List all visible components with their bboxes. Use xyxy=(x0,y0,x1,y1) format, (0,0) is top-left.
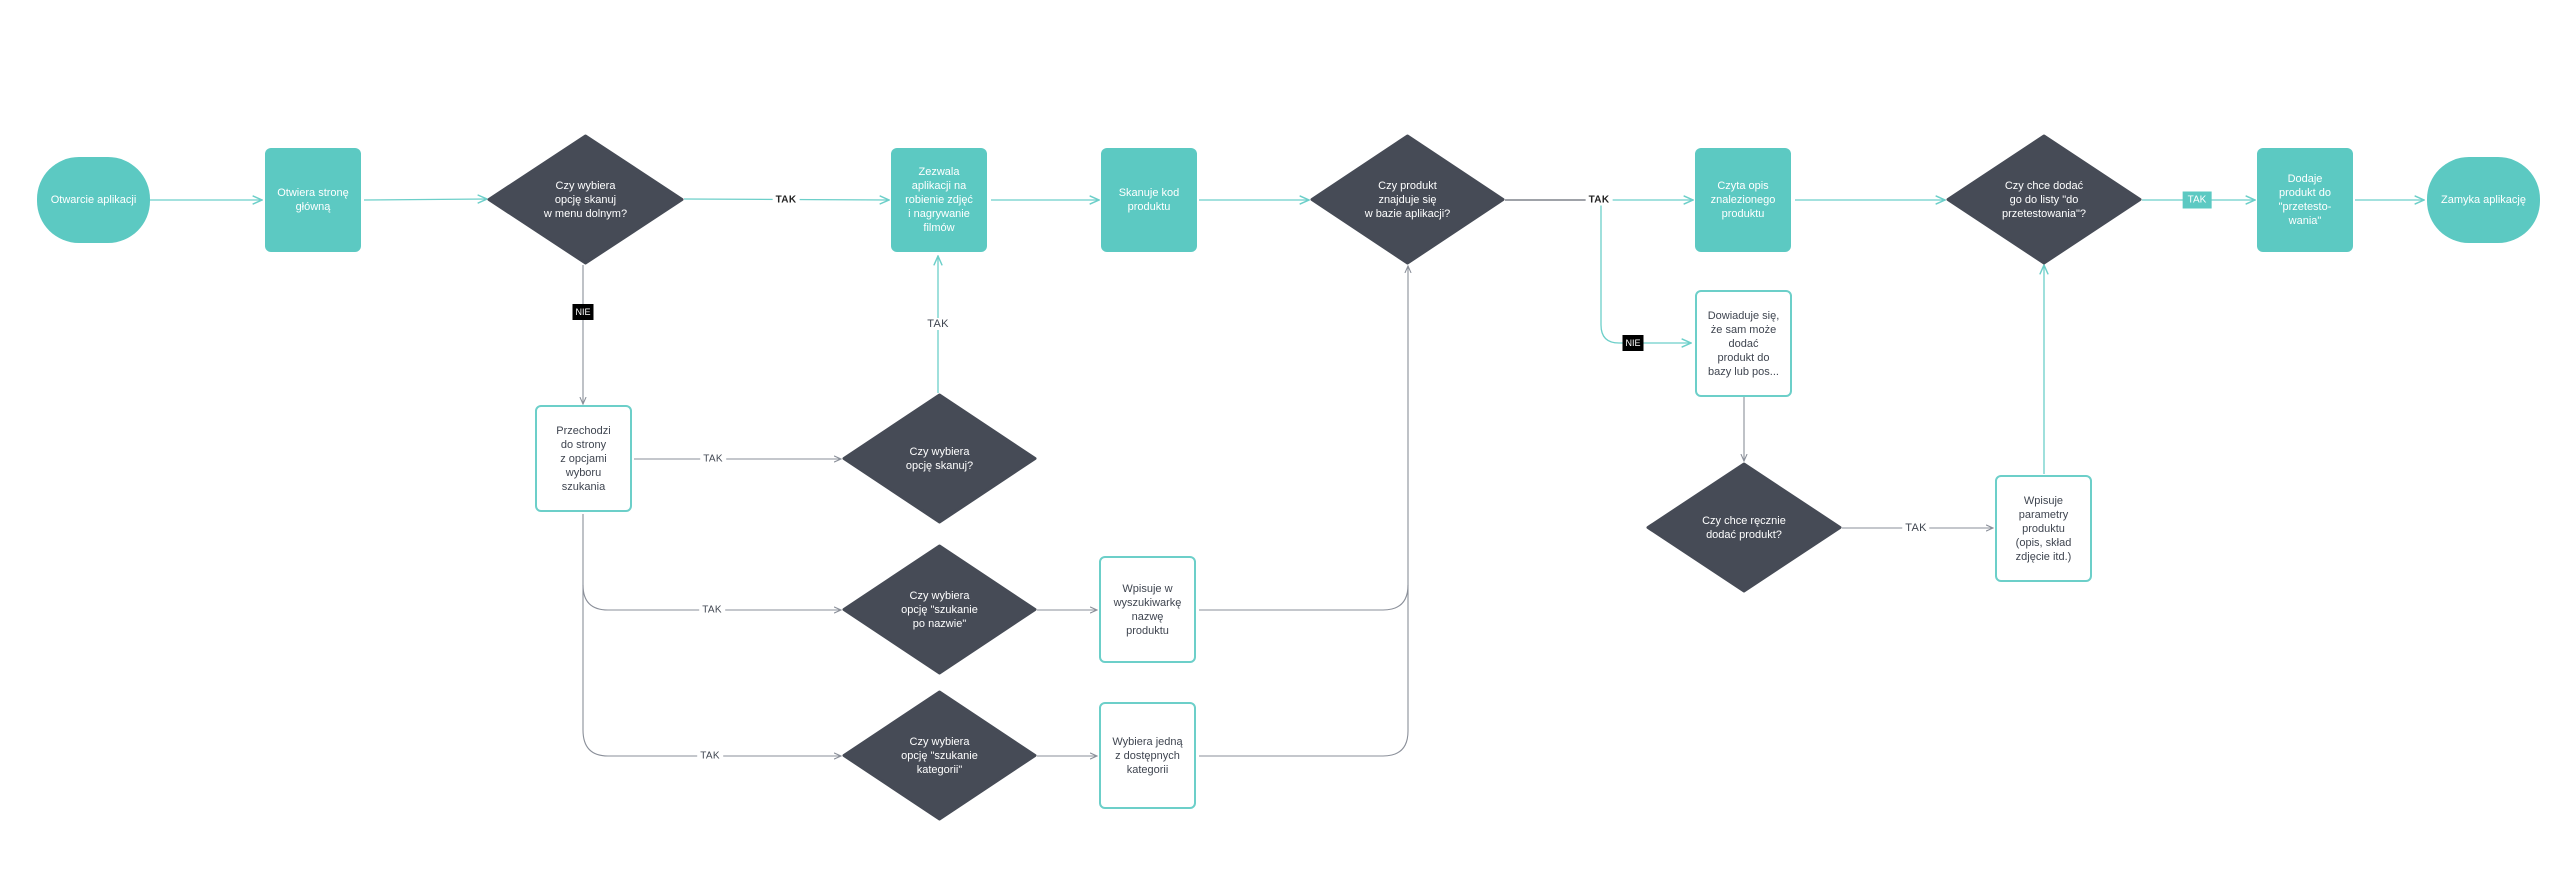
allow-camera-step: Zezwala aplikacji na robienie zdjęć i na… xyxy=(891,148,987,252)
decision-scan-menu: Czy wybiera opcję skanuj w menu dolnym? xyxy=(487,134,684,265)
type-name-step: Wpisuje w wyszukiwarkę nazwę produktu xyxy=(1099,556,1196,663)
label-yes-search-category: TAK xyxy=(697,750,723,762)
label-no-scan-menu: NIE xyxy=(572,304,594,320)
label-yes-manual-add: TAK xyxy=(1902,522,1930,534)
edge-open-qscan xyxy=(363,199,487,200)
label-yes-scan-option-up: TAK xyxy=(924,318,952,330)
decision-product-in-db: Czy produkt znajduje się w bazie aplikac… xyxy=(1310,134,1505,265)
decision-manual-add: Czy chce ręcznie dodać produkt? xyxy=(1646,462,1842,593)
label-yes-scan-option: TAK xyxy=(700,453,726,465)
start-terminal: Otwarcie aplikacji xyxy=(37,157,150,243)
add-product-step: Dodaje produkt do "przetesto- wania" xyxy=(2257,148,2353,252)
label-yes-add-to-list: TAK xyxy=(2182,191,2212,209)
end-terminal: Zamyka aplikację xyxy=(2427,157,2540,243)
open-main-page-step: Otwiera stronę główną xyxy=(265,148,361,252)
decision-shape xyxy=(1946,134,2142,265)
decision-shape xyxy=(1310,134,1505,265)
decision-shape xyxy=(842,544,1037,675)
decision-search-by-category-text: Czy wybiera opcję "szukanie kategorii" xyxy=(901,735,978,776)
edge-search-qname xyxy=(582,514,841,610)
choose-category-step: Wybiera jedną z dostępnych kategorii xyxy=(1099,702,1196,809)
decision-add-to-list: Czy chce dodać go do listy "do przetesto… xyxy=(1946,134,2142,265)
decision-search-by-category: Czy wybiera opcję "szukanie kategorii" xyxy=(842,690,1037,821)
label-yes-product-in-db: TAK xyxy=(1585,194,1613,206)
decision-search-by-name-text: Czy wybiera opcję "szukanie po nazwie" xyxy=(901,589,978,630)
decision-shape xyxy=(842,690,1037,821)
decision-shape xyxy=(842,393,1037,524)
decision-scan-option: Czy wybiera opcję skanuj? xyxy=(842,393,1037,524)
scan-code-step: Skanuje kod produktu xyxy=(1101,148,1197,252)
edge-qdb-learns xyxy=(1600,200,1691,343)
edge-type-qdb xyxy=(1199,266,1408,611)
decision-scan-option-text: Czy wybiera opcję skanuj? xyxy=(905,445,974,472)
label-no-product-in-db: NIE xyxy=(1622,335,1644,351)
decision-shape xyxy=(487,134,684,265)
edge-search-qcat xyxy=(582,585,841,756)
enter-parameters-step: Wpisuje parametry produktu (opis, skład … xyxy=(1995,475,2092,582)
decision-scan-menu-text: Czy wybiera opcję skanuj w menu dolnym? xyxy=(543,179,628,220)
label-yes-scan-menu: TAK xyxy=(772,194,800,206)
decision-add-to-list-text: Czy chce dodać go do listy "do przetesto… xyxy=(2001,179,2086,220)
label-yes-search-name: TAK xyxy=(699,604,725,616)
search-options-page-step: Przechodzi do strony z opcjami wyboru sz… xyxy=(535,405,632,512)
edge-choose-qdb xyxy=(1199,585,1409,757)
decision-product-in-db-text: Czy produkt znajduje się w bazie aplikac… xyxy=(1364,179,1451,220)
decision-manual-add-text: Czy chce ręcznie dodać produkt? xyxy=(1702,514,1786,541)
decision-shape xyxy=(1646,462,1842,593)
decision-search-by-name: Czy wybiera opcję "szukanie po nazwie" xyxy=(842,544,1037,675)
learns-can-add-step: Dowiaduje się, że sam może dodać produkt… xyxy=(1695,290,1792,397)
read-description-step: Czyta opis znalezionego produktu xyxy=(1695,148,1791,252)
